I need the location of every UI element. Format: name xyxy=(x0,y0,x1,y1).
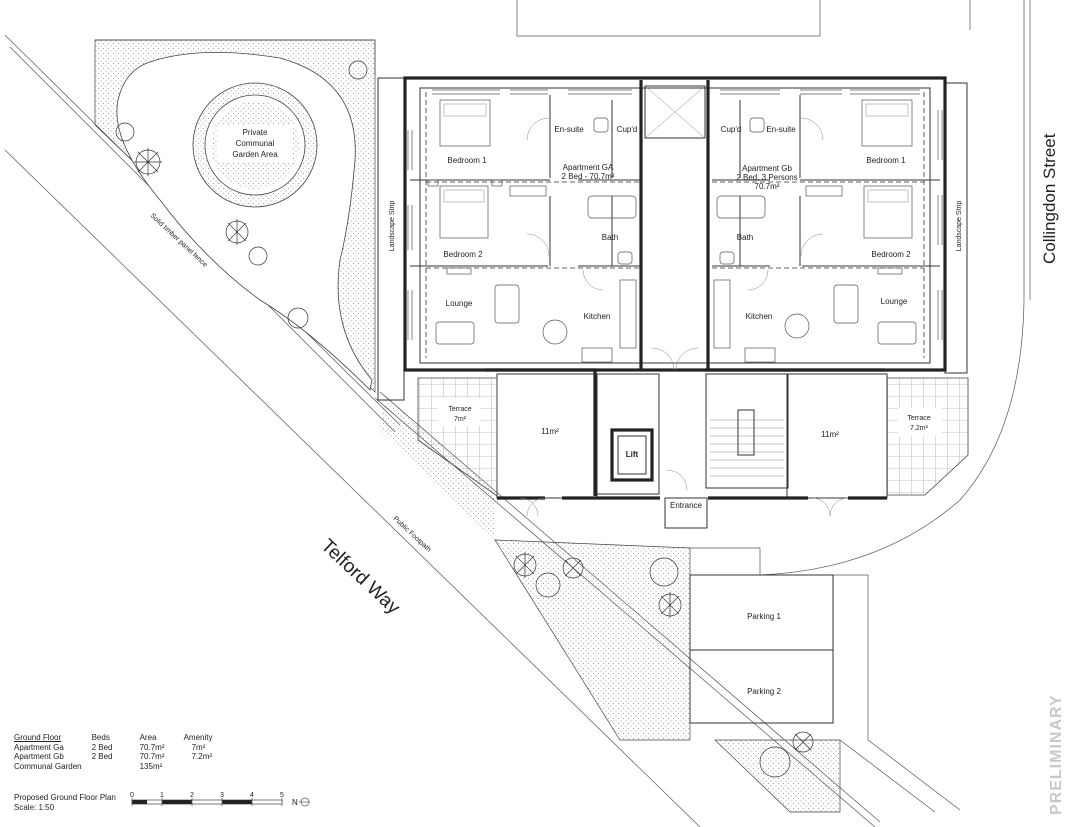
store-right-area: 11m² xyxy=(821,430,839,439)
garden-label: Private Communal Garden Area xyxy=(232,128,278,159)
collingdon-street-label: Collingdon Street xyxy=(1040,133,1059,264)
apt-a-bath: Bath xyxy=(602,233,618,242)
schedule-cell: Apartment Gb xyxy=(14,752,64,761)
preliminary-stamp: PRELIMINARY xyxy=(1048,694,1065,815)
scale-tick-0: 0 xyxy=(130,792,134,799)
schedule-cell: Apartment Ga xyxy=(14,742,64,752)
schedule-row: Communal Garden 135m² xyxy=(14,762,223,772)
schedule-header: Area xyxy=(139,733,157,742)
scale-tick-3: 3 xyxy=(220,792,224,799)
schedule-header-row: Ground Floor Beds Area Amenity xyxy=(14,733,223,743)
schedule-cell: 2 Bed xyxy=(91,752,113,761)
drawing-title: Proposed Ground Floor Plan xyxy=(14,793,116,802)
apt-b-terrace-area: 7.2m² xyxy=(910,425,929,432)
schedule-cell: 7.2m² xyxy=(191,752,213,761)
north-arrow-icon: N xyxy=(292,797,310,807)
schedule-header: Ground Floor xyxy=(14,733,62,742)
scale-tick-1: 1 xyxy=(160,792,164,799)
schedule-header: Amenity xyxy=(183,733,213,742)
communal-garden xyxy=(94,39,376,393)
scale-tick-5: 5 xyxy=(280,792,284,799)
title-block: Proposed Ground Floor Plan Scale: 1:50 xyxy=(14,793,116,813)
apt-a-bedroom2: Bedroom 2 xyxy=(443,250,483,259)
schedule-cell: 70.7m² xyxy=(139,742,165,752)
parking-bays: Parking 1 Parking 2 xyxy=(689,574,834,724)
north-label: N xyxy=(292,798,298,807)
garden-label-line1: Private xyxy=(243,128,268,137)
apt-b-bedroom2: Bedroom 2 xyxy=(871,250,911,259)
apartment-b-labels: Cup'd En-suite Bedroom 1 Apartment Gb 2 … xyxy=(721,125,931,432)
apt-b-ensuite: En-suite xyxy=(766,125,796,134)
apt-a-bedroom1: Bedroom 1 xyxy=(447,156,487,165)
apt-b-terrace: Terrace xyxy=(907,415,930,422)
telford-way-label: Telford Way xyxy=(317,535,405,619)
apt-a-terrace: Terrace xyxy=(448,406,471,413)
scale-tick-2: 2 xyxy=(190,792,194,799)
apt-a-kitchen: Kitchen xyxy=(584,312,611,321)
apt-b-kitchen: Kitchen xyxy=(746,312,773,321)
landscape-strip-left-label: Landscape Strip xyxy=(389,201,396,252)
schedule-cell: 7m² xyxy=(191,742,206,752)
parking-1-label: Parking 1 xyxy=(747,612,781,621)
apt-a-lounge: Lounge xyxy=(446,299,473,308)
store-left-area: 11m² xyxy=(541,427,559,436)
apt-b-title: Apartment Gb xyxy=(742,164,792,173)
schedule-row: Apartment Gb 2 Bed 70.7m² 7.2m² xyxy=(14,752,223,762)
apt-b-bath: Bath xyxy=(737,233,753,242)
core-labels: 11m² 11m² Lift Entrance xyxy=(541,427,839,510)
landscape-strip-right-label: Landscape Strip xyxy=(956,201,963,252)
schedule-cell xyxy=(92,762,140,772)
apt-a-terrace-area: 7m² xyxy=(454,416,467,423)
apt-a-title: Apartment GA xyxy=(563,163,614,172)
apt-b-subtitle: 2 Bed, 3 Persons xyxy=(736,173,797,182)
parking-2-label: Parking 2 xyxy=(747,687,781,696)
building xyxy=(377,76,969,529)
scale-tick-4: 4 xyxy=(250,792,254,799)
apt-a-ensuite: En-suite xyxy=(554,125,584,134)
garden-label-line2: Communal xyxy=(236,139,275,148)
apartment-a-labels: En-suite Cup'd Bedroom 1 Apartment GA 2 … xyxy=(443,125,637,423)
garden-label-line3: Garden Area xyxy=(232,150,278,159)
public-footpath-label: Public Footpath xyxy=(392,515,432,553)
lift-label: Lift xyxy=(626,450,639,459)
schedule-header: Beds xyxy=(91,733,110,742)
apt-b-area: 70.7m² xyxy=(755,182,780,191)
schedule-cell: 2 Bed xyxy=(91,742,113,752)
schedule-cell xyxy=(184,762,223,772)
apt-a-subtitle: 2 Bed - 70.7m² xyxy=(562,172,615,181)
apt-b-cupboard: Cup'd xyxy=(721,125,742,134)
apt-b-lounge: Lounge xyxy=(881,297,908,306)
drawing-scale: Scale: 1:50 xyxy=(14,803,55,812)
schedule-cell: Communal Garden xyxy=(14,761,82,771)
apt-b-bedroom1: Bedroom 1 xyxy=(866,156,906,165)
schedule-cell: 135m² xyxy=(139,761,163,771)
schedule-row: Apartment Ga 2 Bed 70.7m² 7m² xyxy=(14,743,223,753)
apt-a-cupboard: Cup'd xyxy=(617,125,638,134)
scale-bar: 0 1 2 3 4 5 xyxy=(130,792,284,806)
roadside-planting xyxy=(380,395,841,813)
area-schedule: Ground Floor Beds Area Amenity Apartment… xyxy=(14,733,223,771)
entrance-label: Entrance xyxy=(670,501,703,510)
schedule-cell: 70.7m² xyxy=(139,752,165,761)
area-schedule-table: Ground Floor Beds Area Amenity Apartment… xyxy=(14,733,223,771)
